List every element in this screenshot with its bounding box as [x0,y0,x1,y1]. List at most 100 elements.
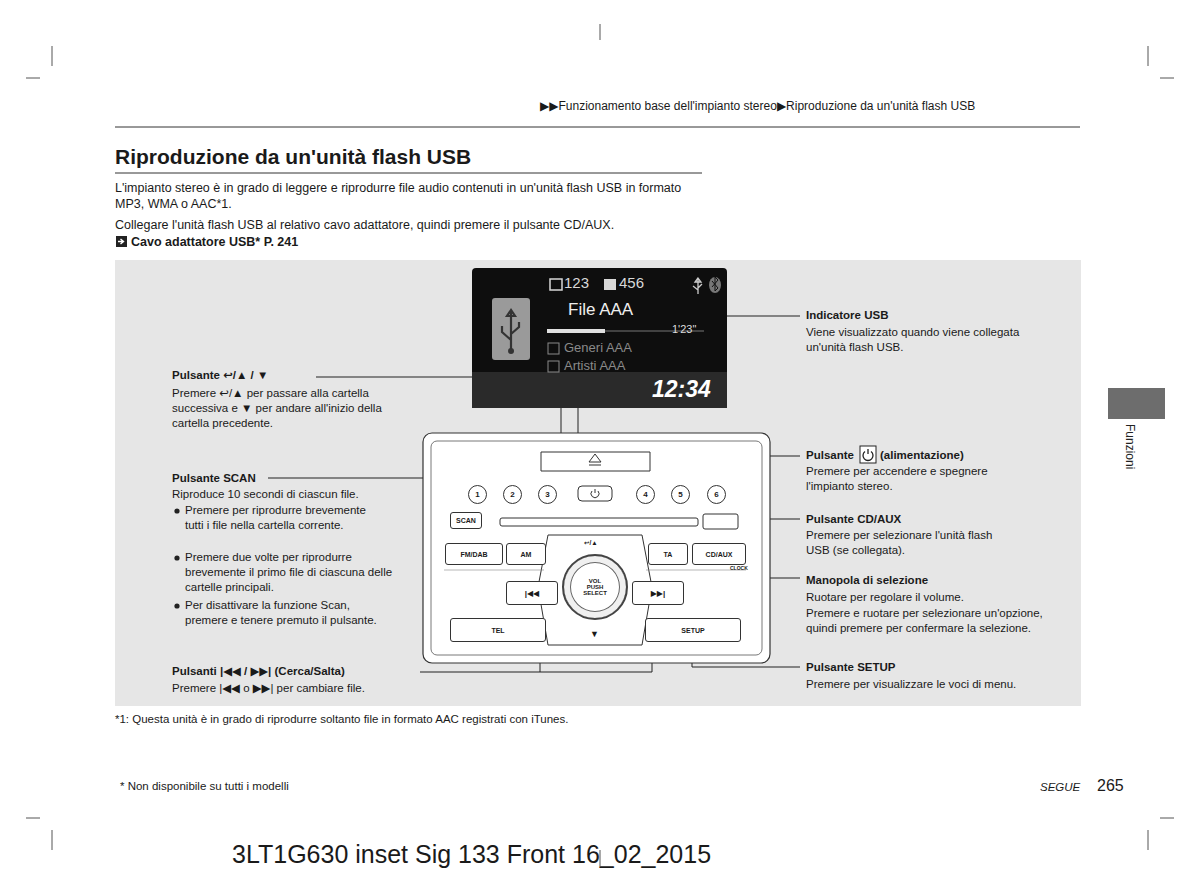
callout-text: Premere |◀◀ o ▶▶| per cambiare file. [172,681,365,696]
callout-text: Premere ↩/▲ per passare alla cartella su… [172,386,390,431]
line-art [174,508,179,513]
line-art [541,452,650,471]
callout-heading: Indicatore USB [806,308,888,323]
button-text: 6 [714,490,718,499]
callout-heading: Pulsante [806,448,854,463]
line-art [600,24,601,40]
section-tab-label: Funzioni [1121,424,1137,469]
button-legend: ↩/▲ [584,539,598,547]
line-art [508,348,514,354]
selector-knob: VOL PUSH SELECT [562,554,628,620]
button-text: VOL PUSH SELECT [582,578,608,597]
line-art [712,277,718,291]
footnote: *1: Questa unità è in grado di riprodurr… [115,712,568,727]
button-text: 2 [510,490,514,499]
screen-text: 1'23" [672,323,696,335]
line-art [578,486,612,501]
screen-text: Artisti AAA [564,358,625,373]
line-art [118,239,124,244]
setup-button: SETUP [645,618,741,642]
line-art [693,278,702,294]
line-art [52,46,53,66]
preset-button: 4 [636,485,655,504]
screen-text: Generi AAA [564,340,632,355]
callout-text: Premere per selezionare l'unità flash US… [806,528,1006,558]
line-art [174,603,179,608]
callout-text: Riproduce 10 secondi di ciascun file. [172,487,432,502]
continued-mark: SEGUE [1040,780,1080,795]
callout-heading: Pulsanti |◀◀ / ▶▶| (Cerca/Salta) [172,664,345,679]
line-art [26,818,40,819]
line-art [860,446,876,463]
line-art [472,372,727,408]
preset-button: 3 [538,485,557,504]
screen-text: File AAA [568,300,633,320]
seek-forward-button: ▶▶| [632,581,684,605]
preset-button: 1 [468,485,487,504]
button-text: SETUP [681,627,704,634]
cd-aux-button: CD/AUX [692,543,746,565]
callout-heading: Pulsante ↩/▲ / ▼ [172,368,268,383]
line-art [863,449,873,461]
preset-button: 5 [671,485,690,504]
button-text: 1 [475,490,479,499]
line-art [431,441,762,655]
line-art [1148,830,1149,850]
bullet-text: Premere due volte per riprodurre breveme… [185,550,400,595]
callout-heading: Manopola di selezione [806,573,928,588]
callout-heading: Pulsante SETUP [806,660,895,675]
preset-button: 6 [707,485,726,504]
breadcrumb: ▶▶Funzionamento base dell'impianto stere… [540,99,975,115]
button-text: CD/AUX [706,551,733,558]
screen-text: 123 [564,274,589,291]
ta-button: TA [648,543,688,565]
seek-back-button: |◀◀ [506,581,558,605]
line-art [703,514,738,529]
line-art [604,279,616,290]
header-rule [115,127,1080,128]
callout-heading: Pulsante CD/AUX [806,512,901,527]
line-art [547,329,605,333]
line-art [1160,818,1174,819]
line-art [1160,78,1174,79]
callout-heading: Pulsante SCAN [172,471,256,486]
figure-panel [115,260,1081,706]
crop-marks [26,24,1174,866]
power-icon [860,446,876,463]
button-text: FM/DAB [460,551,487,558]
screen-text: 456 [619,274,644,291]
preset-button: 2 [503,485,522,504]
button-text: 3 [545,490,549,499]
button-text: AM [521,551,532,558]
bullets [174,508,179,608]
callout-text: Premere per accendere e spegnere l'impia… [806,464,996,494]
am-button: AM [506,543,546,565]
line-art [548,361,559,372]
footnote: * Non disponibile su tutti i modelli [120,779,289,794]
cross-reference: Cavo adattatore USB* P. 241 [131,234,298,250]
callout-text: Ruotare per regolare il volume. [806,590,964,605]
body-text: Collegare l'unità flash USB al relativo … [115,217,614,233]
scan-button: SCAN [450,512,482,529]
body-text: L'impianto stereo è in grado di leggere … [115,180,705,213]
button-text: TEL [491,627,504,634]
line-art [52,830,53,850]
line-art [548,343,559,354]
line-art [589,454,601,465]
title-rule [115,173,702,174]
display-screen: 123 456File AAA 1'23" Generi AAA Artisti AAA… [472,268,727,408]
button-text: ▶▶| [651,589,666,598]
callout-heading: (alimentazione) [880,448,964,463]
bullet-text: Premere per riprodurre brevemente tutti … [185,503,375,533]
page-title: Riproduzione da un'unità flash USB [115,143,471,170]
line-art [492,298,530,360]
section-tab [1108,388,1165,419]
line-art [500,518,698,526]
line-art [709,277,721,293]
button-text: TA [664,551,673,558]
button-legend: ▼ [590,629,599,641]
callout-text: Premere e ruotare per selezionare un'opz… [806,606,1074,636]
print-slug: 3LT1G630 inset Sig 133 Front 16_02_2015 [232,838,711,871]
screen-text: 12:34 [652,376,711,403]
